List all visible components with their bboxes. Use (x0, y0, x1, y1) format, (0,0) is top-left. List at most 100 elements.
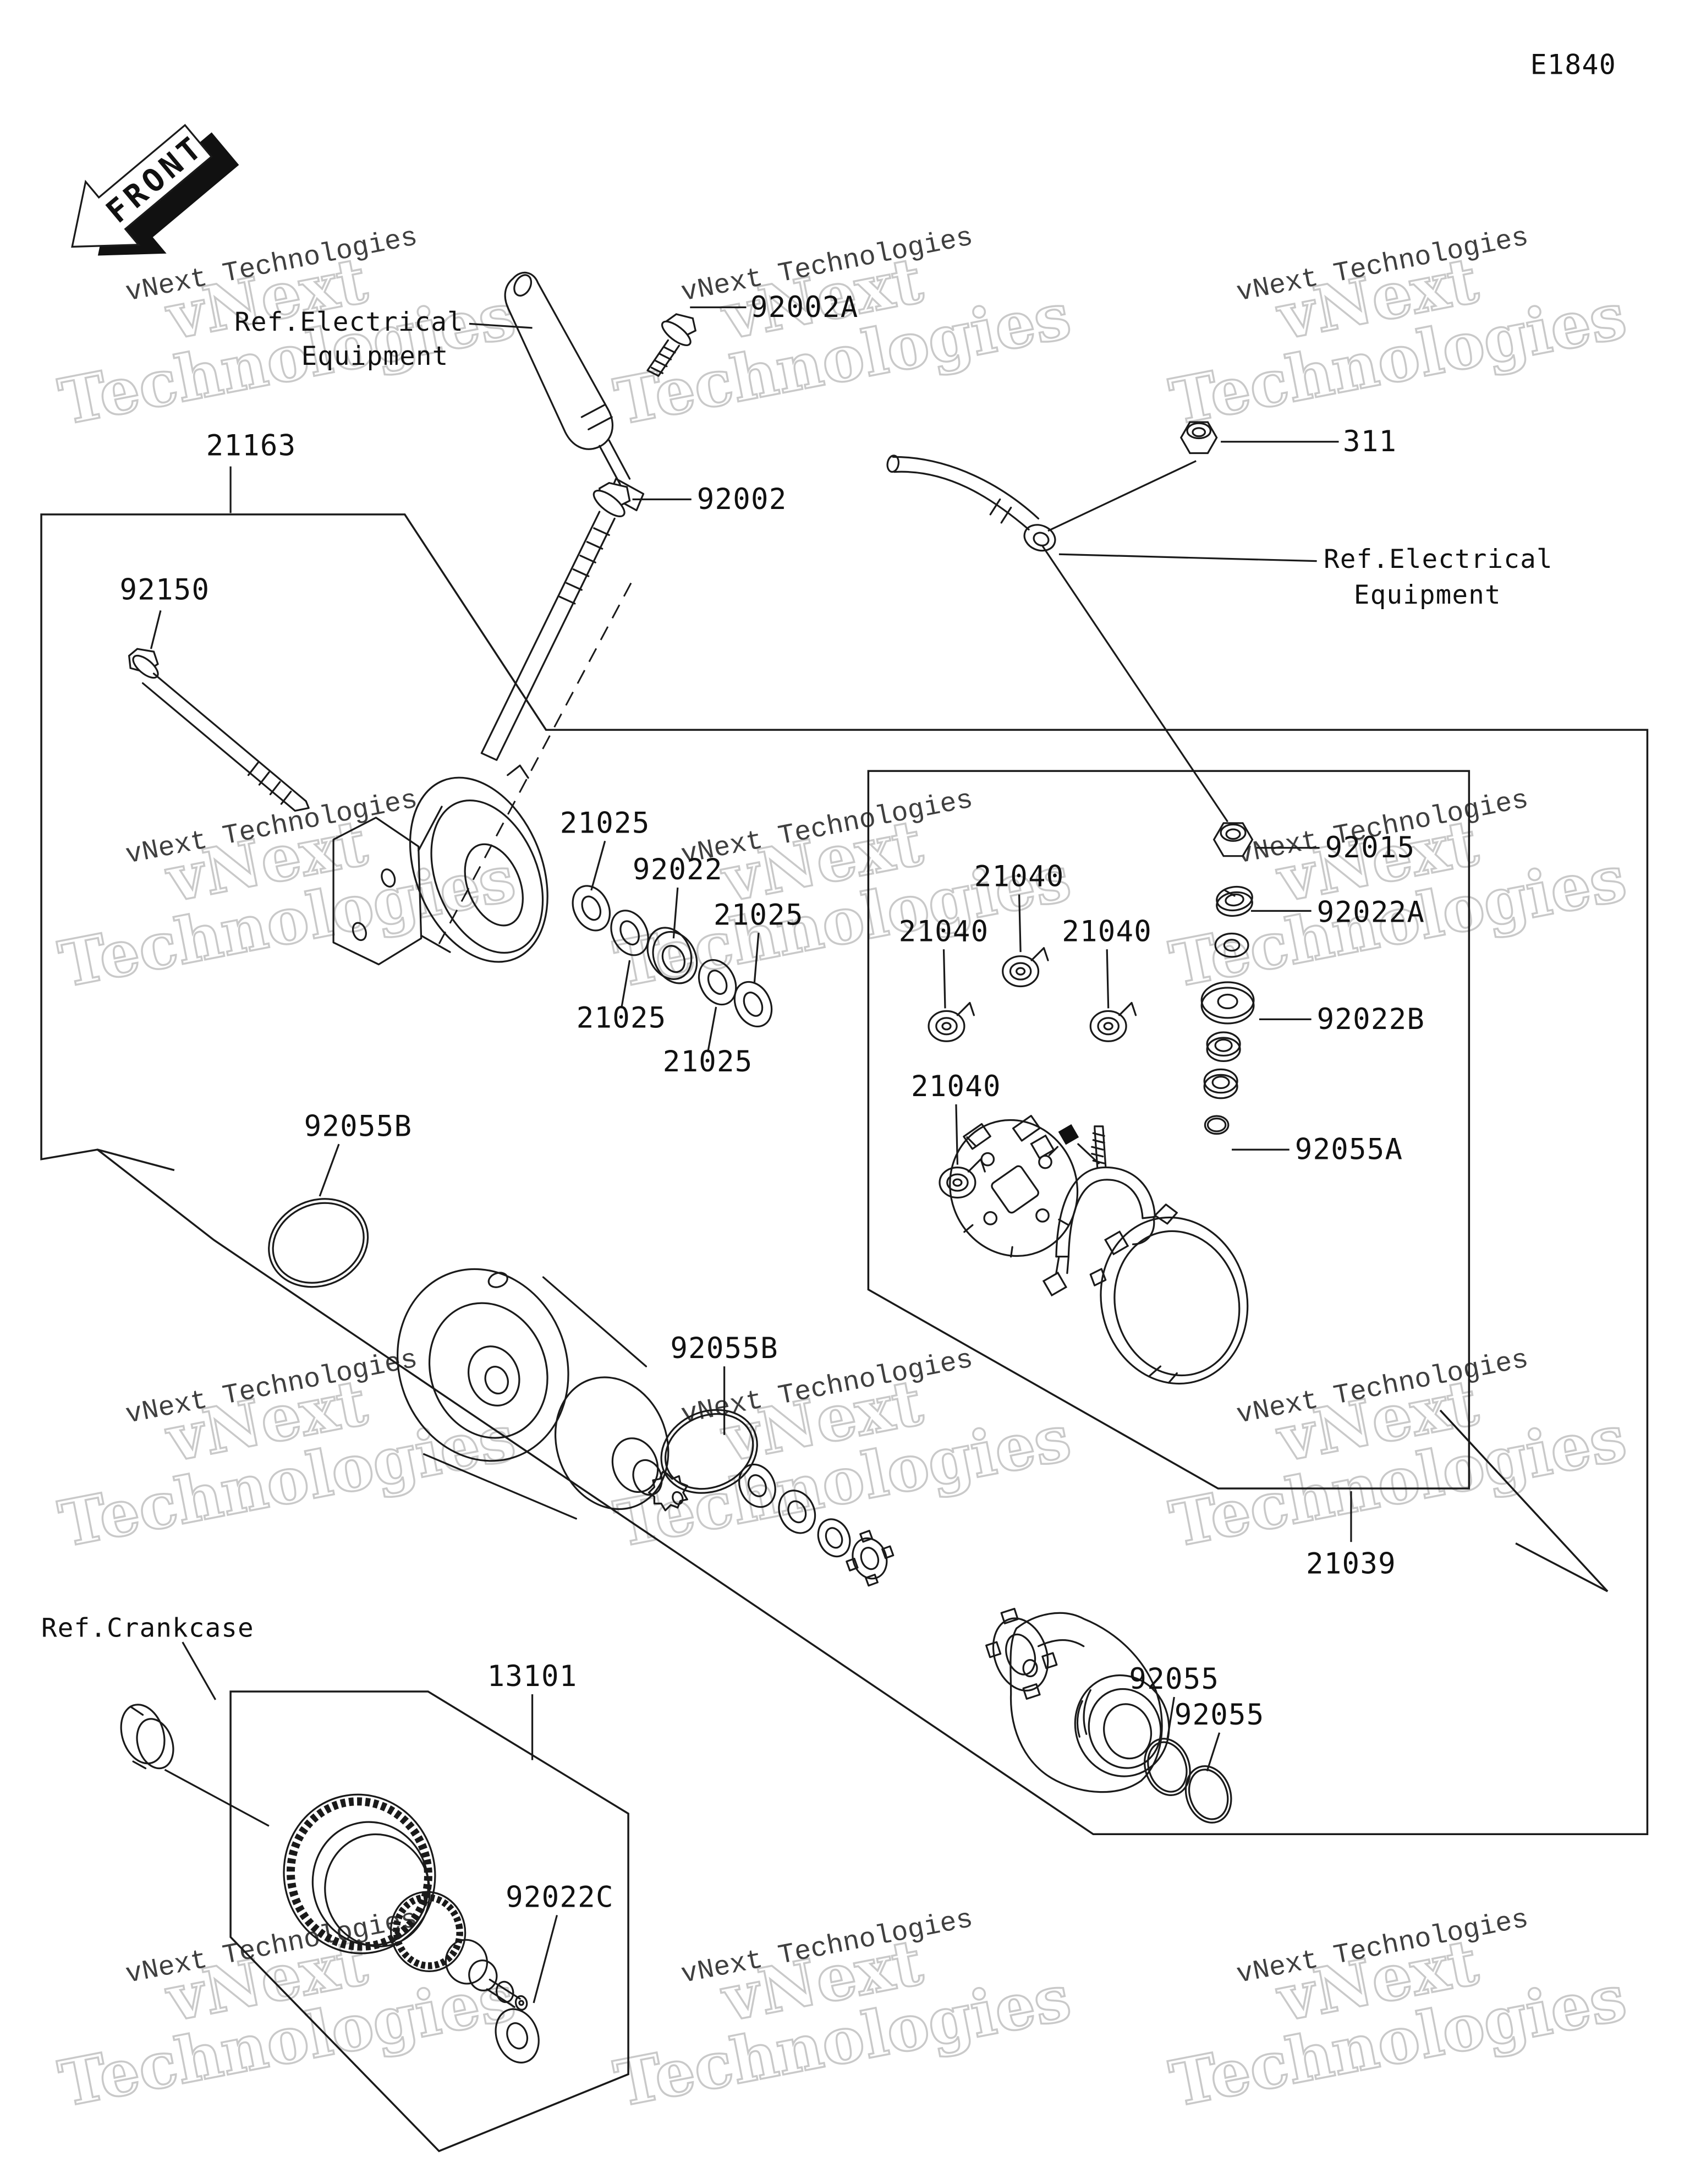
brush-21040-top (1002, 947, 1049, 988)
label-e1840: E1840 (1530, 49, 1616, 81)
leader-21025-3 (621, 960, 631, 1009)
shim-washer-chain (738, 1463, 851, 1558)
washer-92022c (495, 2008, 540, 2063)
electrical-boot-part (504, 271, 645, 512)
leader-92055-2 (1206, 1732, 1221, 1772)
label-21025-1: 21025 (560, 806, 650, 840)
label-92022b: 92022B (1317, 1003, 1425, 1036)
group-boxes (40, 513, 1649, 2153)
group-box-13101 (229, 1690, 629, 2153)
leader-21025-4 (707, 1006, 717, 1053)
o-ring-92055-2 (1184, 1765, 1232, 1824)
bolt-92002 (480, 481, 631, 761)
leader-21040-top (1018, 894, 1022, 953)
washer-set (572, 885, 773, 1028)
thick-washer-2 (1203, 1068, 1238, 1099)
group-box-21163 (40, 513, 1649, 1836)
lock-plate (985, 1607, 1058, 1700)
leader-terminal-to-nut (1041, 545, 1228, 823)
thick-washer-1 (1206, 1031, 1241, 1063)
leader-92055b-1 (319, 1143, 340, 1197)
leader-92150 (150, 610, 162, 649)
labels-layer: E1840Ref.ElectricalEquipment92002A920022… (41, 49, 1616, 1914)
label-ref-elec-right-1: Ref.Electrical (1324, 544, 1553, 574)
label-ref-elec-left-2: Equipment (301, 341, 449, 371)
leader-ref-crankcase (182, 1641, 217, 1700)
leader-92022 (672, 887, 679, 939)
label-92022c: 92022C (506, 1880, 614, 1914)
label-21040-left: 21040 (899, 915, 989, 948)
leader-311-to-terminal (1047, 460, 1197, 532)
leader-21025-1 (590, 840, 606, 891)
battery-cable (886, 455, 1056, 552)
leader-21040-right (1106, 949, 1110, 1009)
nut-92015 (1212, 822, 1254, 857)
leader-21040-left (942, 949, 946, 1009)
o-ring-92055b-2 (660, 1409, 758, 1494)
label-ref-crankcase: Ref.Crankcase (41, 1613, 254, 1643)
leader-21025-2 (753, 933, 760, 983)
washer-92022b (1200, 981, 1255, 1025)
label-21025-4: 21025 (663, 1045, 753, 1079)
label-21040-bottom: 21040 (911, 1070, 1001, 1103)
starter-front-bracket (332, 764, 548, 966)
washer-small-right (1214, 932, 1249, 958)
label-21025-3: 21025 (577, 1001, 667, 1034)
leader-92055-1 (1166, 1696, 1175, 1740)
assembly-axis-dashed (438, 582, 632, 944)
label-92055b-1: 92055B (304, 1109, 413, 1143)
castellated-washer (846, 1530, 895, 1587)
label-92055a: 92055A (1295, 1133, 1403, 1167)
label-92055-1: 92055 (1129, 1662, 1219, 1696)
bolt-92002a (646, 313, 697, 377)
label-92150: 92150 (120, 573, 210, 606)
end-cover (1009, 1612, 1170, 1793)
brush-21040-right (1089, 1001, 1137, 1042)
label-21163: 21163 (206, 429, 297, 463)
leader-bushing-to-gear (164, 1769, 270, 1827)
label-21040-top: 21040 (974, 860, 1065, 894)
o-ring-92055a (1204, 1115, 1230, 1135)
label-13101: 13101 (487, 1660, 578, 1693)
label-92022: 92022 (633, 853, 723, 886)
label-311: 311 (1343, 425, 1397, 458)
crankcase-bushing (120, 1704, 174, 1770)
label-92055b-2: 92055B (670, 1332, 778, 1365)
label-21025-2: 21025 (714, 898, 804, 932)
bolt-92150 (128, 648, 310, 812)
leader-21040-bottom (955, 1104, 959, 1165)
leader-ref-elec-right (1058, 553, 1317, 562)
leader-92022c (533, 1914, 558, 2004)
label-92022a: 92022A (1317, 895, 1425, 929)
label-92002a: 92002A (750, 291, 859, 324)
label-21040-right: 21040 (1062, 915, 1152, 948)
label-ref-elec-left-1: Ref.Electrical (234, 307, 464, 337)
brush-21040-bottom (939, 1158, 986, 1199)
label-92055-2: 92055 (1175, 1698, 1265, 1732)
spring-washer-92022a (1216, 885, 1253, 917)
yoke-housing (1089, 1203, 1249, 1385)
motor-armature (397, 1268, 688, 1520)
brush-21040-left (928, 1001, 975, 1042)
label-ref-elec-right-2: Equipment (1354, 580, 1501, 610)
brush-plate (949, 1115, 1100, 1258)
leader-lines-layer (150, 306, 1352, 2004)
front-arrow-face (71, 124, 213, 248)
o-ring-92055b-1 (268, 1198, 369, 1288)
group-box-21163-arrow-notch (97, 1148, 175, 1172)
clutch-gear-13101 (283, 1793, 528, 2011)
group-box-21039 (867, 770, 1470, 1490)
label-92002: 92002 (697, 483, 787, 516)
label-92015: 92015 (1325, 831, 1415, 864)
